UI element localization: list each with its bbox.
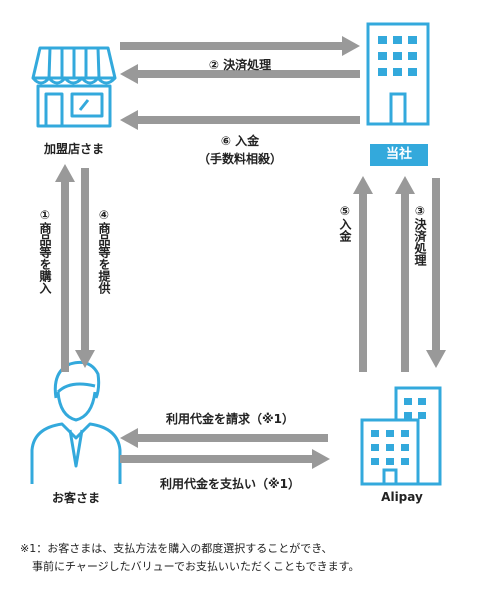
company-building-icon bbox=[366, 22, 430, 126]
arrow-payment-process-to-company bbox=[120, 36, 360, 56]
company-badge: 当社 bbox=[370, 144, 428, 166]
customer-label: お客さま bbox=[51, 491, 100, 505]
arrow-provide-down bbox=[75, 168, 95, 368]
person-icon bbox=[30, 360, 122, 484]
flow-label-2: ② 決済処理 bbox=[208, 58, 272, 72]
flow-label-6-line2: （手数料相殺） bbox=[197, 152, 282, 166]
arrow-deposit-to-merchant bbox=[120, 110, 360, 130]
flow-label-6-line1: ⑥ 入金 bbox=[220, 134, 260, 148]
arrow-pay-to-alipay bbox=[120, 449, 330, 469]
footnote: ※1：お客さまは、支払方法を購入の都度選択することができ、 事前にチャージしたバ… bbox=[20, 540, 490, 576]
arrow-deposit-up bbox=[353, 176, 373, 372]
alipay-building-icon bbox=[360, 386, 442, 486]
arrow-purchase-up bbox=[55, 164, 75, 372]
merchant-label: 加盟店さま bbox=[43, 142, 104, 156]
footnote-line-2: 事前にチャージしたバリューでお支払いいただくこともできます。 bbox=[32, 560, 360, 573]
pay-label: 利用代金を支払い（※1） bbox=[159, 477, 301, 491]
arrow-charge-to-customer bbox=[120, 428, 328, 448]
alipay-label: Alipay bbox=[381, 490, 423, 504]
flow-label-1: ①商品等を購入 bbox=[38, 208, 52, 294]
arrow-payment-process-up bbox=[395, 176, 415, 372]
store-icon bbox=[31, 46, 117, 128]
flow-label-4: ④商品等を提供 bbox=[97, 208, 111, 294]
footnote-line-1: ※1：お客さまは、支払方法を購入の都度選択することができ、 bbox=[20, 542, 333, 555]
flow-label-5: ⑤入金 bbox=[338, 204, 352, 242]
flow-label-3: ③決済処理 bbox=[413, 204, 427, 266]
arrow-payment-process-down bbox=[426, 178, 446, 368]
arrow-payment-process-to-merchant bbox=[120, 64, 360, 84]
charge-label: 利用代金を請求（※1） bbox=[165, 412, 295, 426]
